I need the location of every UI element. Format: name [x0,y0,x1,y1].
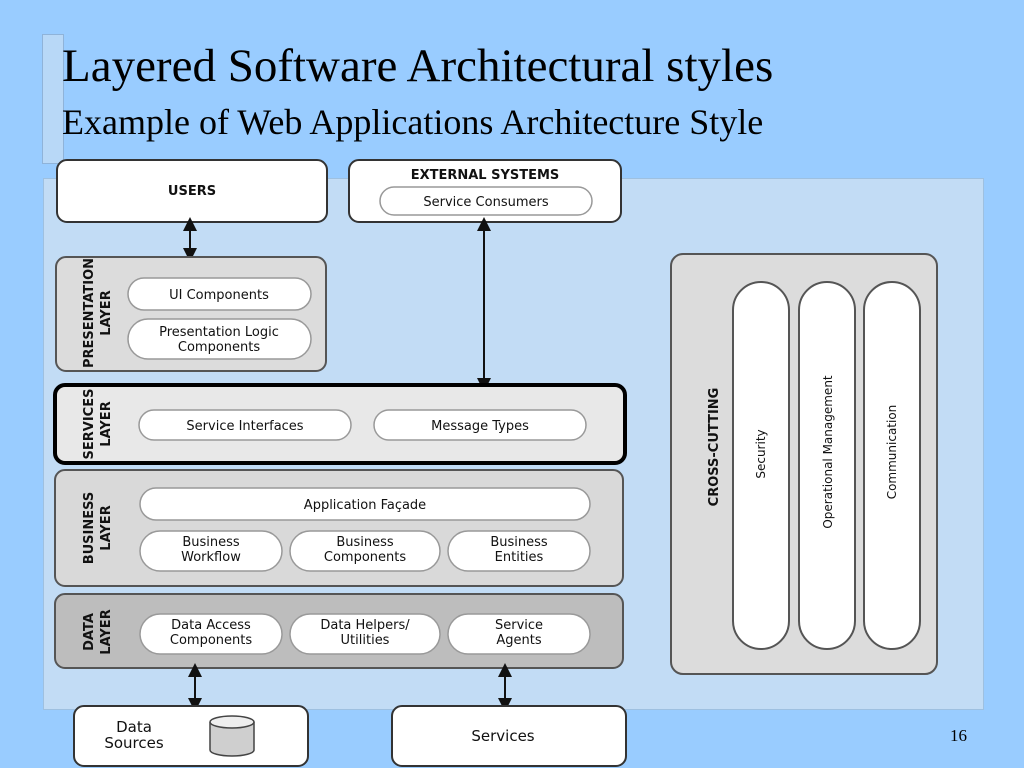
presentation-logic-label-2: Components [178,340,260,355]
services-label: Services [471,727,534,745]
communication-column [863,281,921,650]
presentation-layer: PRESENTATION LAYER UI Components Present… [55,256,327,372]
title-accent-bar [42,34,64,164]
services-layer-label-2: LAYER [99,401,114,446]
data-layer-label-1: DATA [82,613,97,651]
message-types-pill [373,409,587,441]
services-box: Services [391,705,627,767]
data-access-label-1: Data Access [171,618,251,633]
security-label: Security [754,429,768,478]
business-layer-label-1: BUSINESS [82,492,97,565]
business-workflow-label-1: Business [182,535,240,550]
service-consumers-pill [379,186,593,216]
communication-label: Communication [885,405,899,500]
service-agents-pill [447,613,591,655]
ui-components-label: UI Components [169,288,269,303]
cross-cutting-label: CROSS-CUTTING [707,388,722,507]
application-facade-label: Application Façade [304,498,426,513]
data-helpers-pill [289,613,441,655]
presentation-logic-label-1: Presentation Logic [159,325,279,340]
service-agents-label-1: Service [495,618,543,633]
business-entities-label-2: Entities [495,550,544,565]
business-workflow-label-2: Workflow [181,550,241,565]
data-helpers-label-1: Data Helpers/ [320,618,410,633]
users-box: USERS [56,159,328,223]
slide-title: Layered Software Architectural styles [62,40,774,92]
data-layer: DATA LAYER Data Access Components Data H… [54,593,624,669]
data-layer-label-2: LAYER [99,609,114,654]
database-icon [209,715,255,757]
service-interfaces-label: Service Interfaces [186,419,303,434]
presentation-logic-pill [127,318,312,360]
data-sources-label-2: Sources [104,734,164,752]
services-layer-label-1: SERVICES [82,389,97,460]
business-layer-label-2: LAYER [99,505,114,550]
cross-cutting-panel: CROSS-CUTTING Security Operational Manag… [670,253,938,675]
service-consumers-label: Service Consumers [423,195,548,210]
business-workflow-pill [139,530,283,572]
business-components-label-1: Business [336,535,394,550]
business-components-label-2: Components [324,550,406,565]
operational-management-column [798,281,856,650]
data-access-pill [139,613,283,655]
presentation-layer-label-1: PRESENTATION [82,258,97,368]
data-sources-box: Data Sources [73,705,309,767]
slide-subtitle: Example of Web Applications Architecture… [62,102,764,142]
business-layer: BUSINESS LAYER Application Façade Busine… [54,469,624,587]
data-helpers-label-2: Utilities [341,633,390,648]
data-access-label-2: Components [170,633,252,648]
services-layer: SERVICES LAYER Service Interfaces Messag… [53,383,627,465]
page-number: 16 [950,726,967,745]
application-facade-pill [139,487,591,521]
users-label: USERS [168,184,216,199]
data-sources-label-1: Data [116,718,152,736]
security-column [732,281,790,650]
operational-management-label: Operational Management [821,375,835,529]
business-components-pill [289,530,441,572]
service-agents-label-2: Agents [496,633,541,648]
service-interfaces-pill [138,409,352,441]
presentation-layer-label-2: LAYER [99,290,114,335]
external-systems-box: EXTERNAL SYSTEMS Service Consumers [348,159,622,223]
external-systems-label: EXTERNAL SYSTEMS [411,168,560,183]
business-entities-pill [447,530,591,572]
message-types-label: Message Types [431,419,529,434]
ui-components-pill [127,277,312,311]
business-entities-label-1: Business [490,535,548,550]
